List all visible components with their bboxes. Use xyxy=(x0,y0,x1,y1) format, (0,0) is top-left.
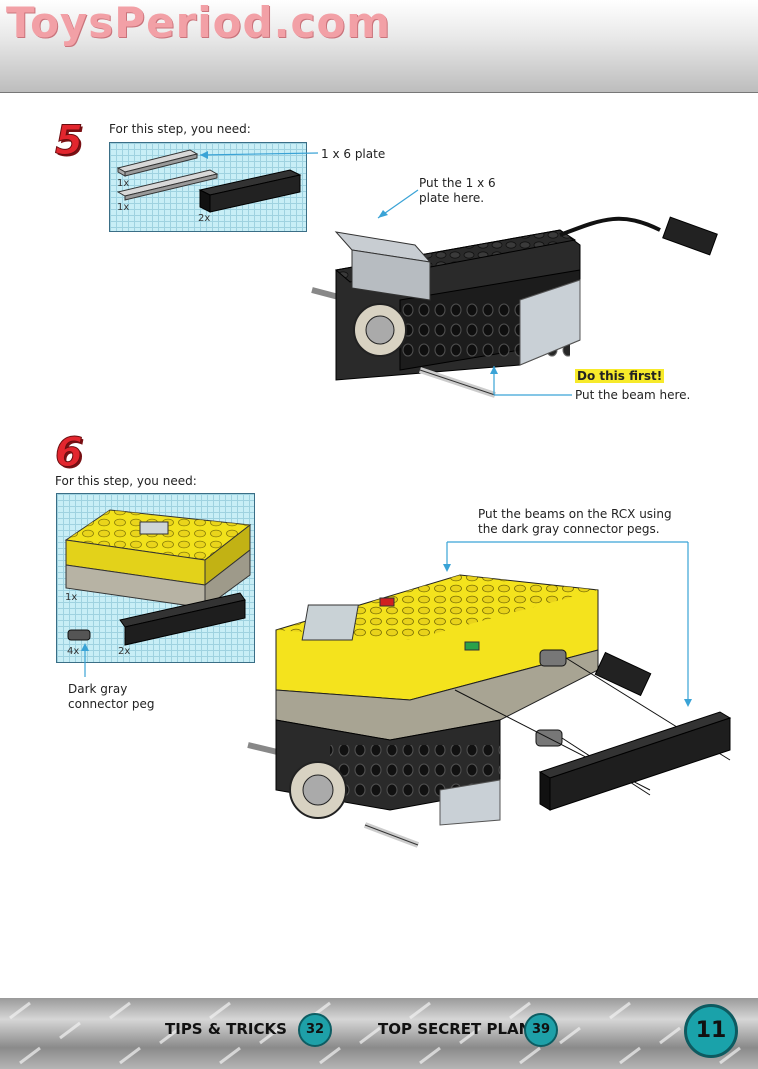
connector-peg-icon xyxy=(67,629,91,641)
secret-page-badge[interactable]: 39 xyxy=(524,1013,558,1047)
step-5-need-label: For this step, you need: xyxy=(109,122,251,136)
step-5-number: 5 xyxy=(55,118,84,165)
callout-1x6-plate: 1 x 6 plate xyxy=(321,147,386,161)
step-5-part-qty: 1x xyxy=(117,178,130,189)
page-footer: TIPS & TRICKS 32 TOP SECRET PLANS 39 11 xyxy=(0,998,758,1069)
peg-label-line1: Dark gray xyxy=(68,682,128,696)
step-6-part-qty: 2x xyxy=(118,646,131,657)
step-6-part-qty: 1x xyxy=(65,592,78,603)
callout-rcx-line1: Put the beams on the RCX using xyxy=(478,507,672,521)
step-5-part-qty: 1x xyxy=(117,202,130,213)
rcx-assembly-model xyxy=(247,574,731,848)
page-number-badge: 11 xyxy=(684,1004,738,1058)
beam-icon xyxy=(198,169,302,213)
beam-icon xyxy=(119,592,246,646)
tips-page-badge[interactable]: 32 xyxy=(298,1013,332,1047)
robot-base-model xyxy=(311,216,718,398)
callout-put-plate-line1: Put the 1 x 6 xyxy=(419,176,496,190)
step-6-need-label: For this step, you need: xyxy=(55,474,197,488)
page-header: ToysPeriod.com xyxy=(0,0,758,93)
step-5-part-qty: 2x xyxy=(198,213,211,224)
tips-and-tricks-link[interactable]: TIPS & TRICKS xyxy=(165,1020,287,1038)
watermark: ToysPeriod.com xyxy=(6,0,392,47)
callout-put-plate-line2: plate here. xyxy=(419,191,485,205)
plate-1x6-icon xyxy=(116,149,199,177)
peg-label-line2: connector peg xyxy=(68,697,155,711)
callout-put-beam: Put the beam here. xyxy=(575,388,691,402)
beam-loose-model xyxy=(538,711,732,811)
do-this-first-highlight: Do this first! xyxy=(575,369,665,383)
rcx-brick-icon xyxy=(64,509,252,609)
top-secret-plans-link[interactable]: TOP SECRET PLANS xyxy=(378,1020,543,1038)
step-6-part-qty: 4x xyxy=(67,646,80,657)
step-6-number: 6 xyxy=(55,430,84,477)
plate-1x6-icon xyxy=(116,169,219,201)
callout-rcx-line2: the dark gray connector pegs. xyxy=(478,522,660,536)
